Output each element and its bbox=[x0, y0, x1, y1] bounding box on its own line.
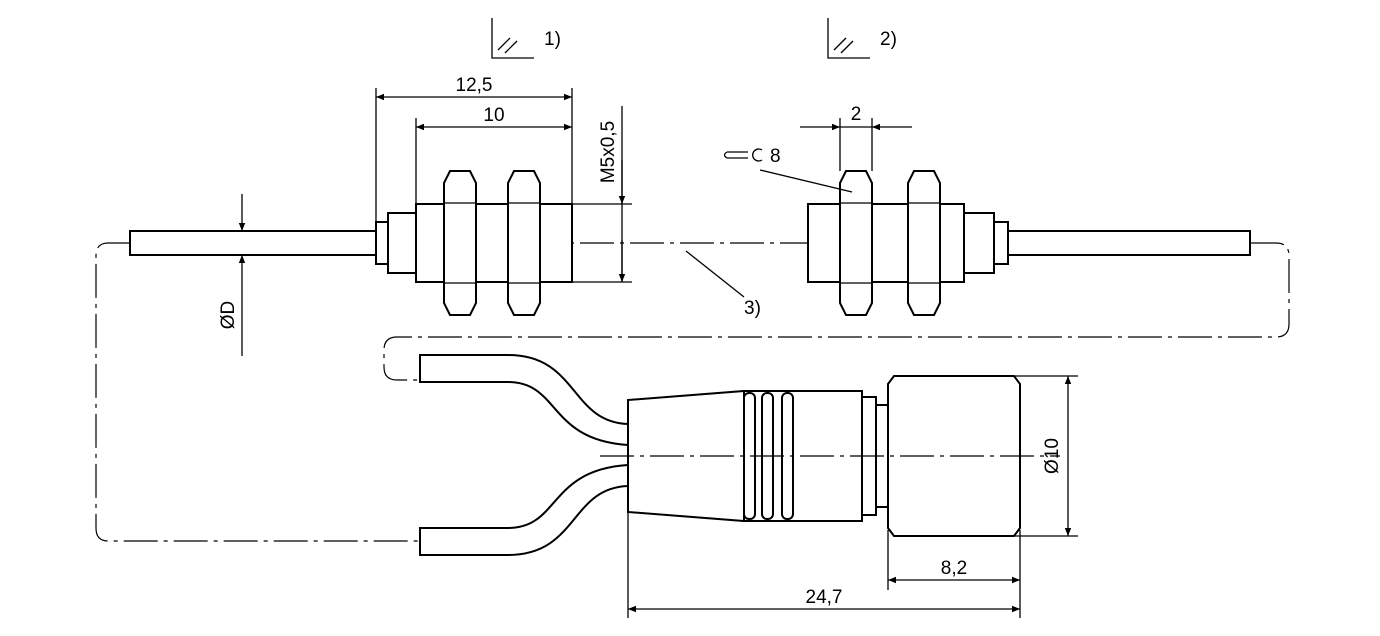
right-fiber-cable bbox=[1007, 230, 1251, 256]
parallel-lines-symbol-icon bbox=[491, 18, 534, 59]
wrench-size: 8 bbox=[770, 146, 781, 167]
connector-head-length: 8,2 bbox=[941, 558, 967, 579]
lower-fiber-end bbox=[419, 463, 629, 556]
right-sensor-head bbox=[807, 170, 1251, 316]
parallel-lines-symbol-icon bbox=[827, 18, 870, 59]
fiber-connector bbox=[419, 354, 1060, 556]
left-nut-2 bbox=[507, 170, 541, 316]
left-sensor-head bbox=[129, 170, 573, 316]
connector-length: 24,7 bbox=[806, 587, 843, 608]
wrench-leader bbox=[759, 169, 853, 193]
right-nut-2 bbox=[907, 170, 941, 316]
note-symbol-1: 1) bbox=[491, 18, 561, 59]
note-2-label: 2) bbox=[880, 29, 897, 50]
fiber-loop bbox=[95, 242, 1290, 542]
left-fiber-cable bbox=[129, 230, 377, 256]
right-cable-collar bbox=[993, 221, 1009, 265]
dim-thread-length: 10 bbox=[483, 105, 504, 126]
right-nut-1 bbox=[839, 170, 873, 316]
note-symbol-2: 2) bbox=[827, 18, 897, 59]
note-3-callout: 3) bbox=[685, 250, 761, 319]
left-cable-collar bbox=[375, 221, 389, 265]
thread-spec: M5x0,5 bbox=[598, 121, 619, 183]
upper-fiber-end bbox=[419, 354, 629, 447]
fiber-diameter: ØD bbox=[218, 301, 239, 330]
dim-nut-thickness: 2 bbox=[851, 104, 862, 125]
connector-diameter: Ø10 bbox=[1042, 438, 1063, 474]
note-1-label: 1) bbox=[544, 29, 561, 50]
right-ferrule bbox=[963, 212, 995, 274]
dimensions: 12,5 10 M5x0,5 2 ØD Ø10 8,2 bbox=[218, 75, 1078, 618]
note-3-label: 3) bbox=[744, 298, 761, 319]
left-threaded-body bbox=[415, 203, 573, 283]
wrench-icon bbox=[723, 148, 763, 162]
dim-overall-body: 12,5 bbox=[456, 75, 493, 96]
wrench-callout: 8 bbox=[723, 146, 853, 193]
left-ferrule bbox=[387, 212, 417, 274]
left-nut-1 bbox=[443, 170, 477, 316]
